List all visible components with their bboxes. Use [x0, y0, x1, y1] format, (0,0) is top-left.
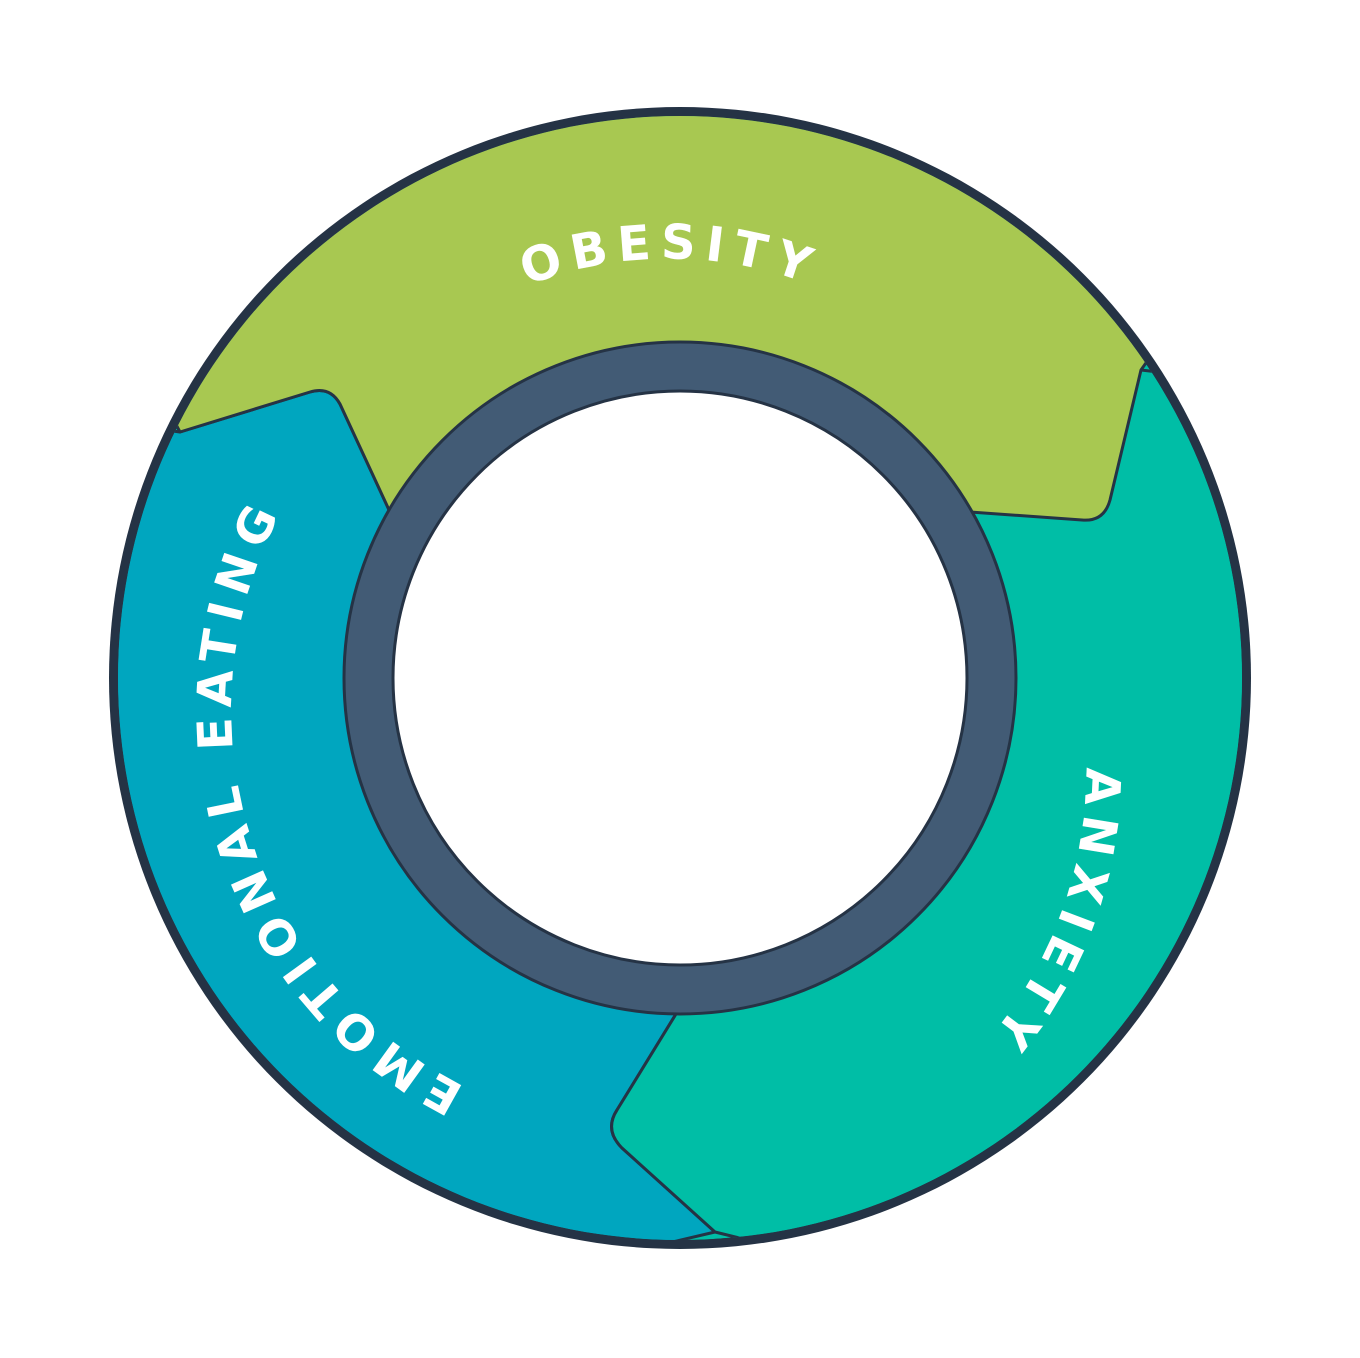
center-circle: [391, 389, 969, 967]
